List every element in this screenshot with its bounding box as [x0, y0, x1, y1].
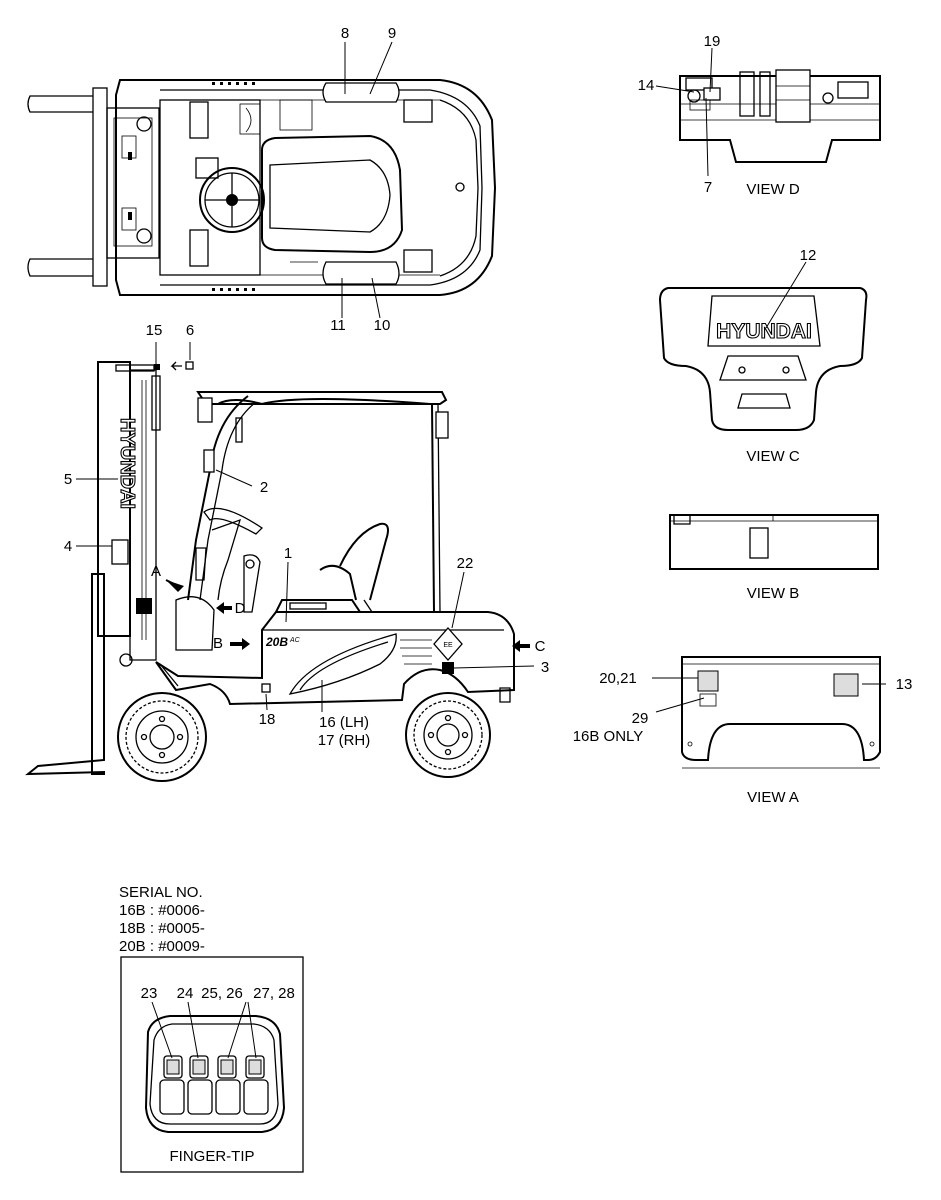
callout-6: 6 [186, 322, 194, 339]
callout-24: 24 [177, 985, 194, 1002]
side-view-drawing: HYUNDAI [25, 361, 515, 782]
arrow-b-label: B [213, 635, 223, 652]
view-a-caption: VIEW A [747, 789, 799, 806]
callout-7: 7 [704, 179, 712, 196]
callout-27-28: 27, 28 [253, 985, 295, 1002]
top-view-labels: 8 9 11 10 [330, 25, 396, 334]
callout-4: 4 [64, 538, 72, 555]
callout-23: 23 [141, 985, 158, 1002]
serial-line-20b: 20B : #0009- [119, 938, 205, 955]
callout-12: 12 [800, 247, 817, 264]
callout-2: 2 [260, 479, 268, 496]
front-wheel [117, 692, 207, 782]
view-a-drawing [681, 656, 881, 769]
hyundai-logo-view-c: HYUNDAI [716, 320, 812, 343]
serial-line-18b: 18B : #0005- [119, 920, 205, 937]
view-a-labels: 20,21 13 29 16B ONLY VIEW A [573, 670, 913, 806]
finger-tip-panel: 23 24 25, 26 27, 28 FINGER-TIP [120, 956, 304, 1173]
callout-11: 11 [330, 317, 346, 334]
arrow-a-label: A [151, 563, 161, 580]
callout-29: 29 [632, 710, 649, 727]
view-c-drawing: HYUNDAI [658, 287, 868, 431]
serial-line-16b: 16B : #0006- [119, 902, 205, 919]
model-badge-suffix: AC [289, 637, 301, 644]
view-c-labels: 12 VIEW C [746, 247, 816, 465]
arrow-c-label: C [535, 638, 546, 655]
view-d-caption: VIEW D [746, 181, 800, 198]
callout-10: 10 [374, 317, 391, 334]
callout-13: 13 [896, 676, 913, 693]
top-view-drawing [27, 79, 497, 296]
view-b-drawing [669, 514, 879, 570]
serial-number-block: SERIAL NO. 16B : #0006- 18B : #0005- 20B… [119, 884, 205, 955]
ee-marking: EE [443, 642, 453, 649]
callout-15: 15 [146, 322, 163, 339]
view-b-labels: VIEW B [747, 585, 800, 602]
callout-22: 22 [457, 555, 474, 572]
view-arrows: A B D C [151, 563, 546, 655]
rear-wheel [405, 692, 491, 778]
callout-14: 14 [638, 77, 655, 94]
view-c-caption: VIEW C [746, 448, 800, 465]
view-d-labels: 14 19 7 VIEW D [638, 33, 800, 198]
arrow-d-label: D [235, 600, 246, 617]
callout-19: 19 [704, 33, 721, 50]
callout-25-26: 25, 26 [201, 985, 243, 1002]
callout-16: 16 (LH) [319, 714, 369, 731]
callout-17: 17 (RH) [318, 732, 371, 749]
side-view-labels: 15 6 5 4 2 1 22 3 18 16 (LH) 17 (RH) [64, 322, 549, 749]
finger-tip-caption: FINGER-TIP [170, 1148, 255, 1165]
callout-9: 9 [388, 25, 396, 42]
callout-3: 3 [541, 659, 549, 676]
callout-5: 5 [64, 471, 72, 488]
model-badge: 20B [265, 635, 288, 649]
callout-8: 8 [341, 25, 349, 42]
callout-20-21: 20,21 [599, 670, 637, 687]
callout-29-note: 16B ONLY [573, 728, 644, 745]
serial-title: SERIAL NO. [119, 884, 203, 901]
hyundai-logo-mast: HYUNDAI [116, 418, 138, 509]
view-b-caption: VIEW B [747, 585, 800, 602]
callout-18: 18 [259, 711, 276, 728]
view-d-drawing [679, 69, 881, 163]
callout-1: 1 [284, 545, 292, 562]
